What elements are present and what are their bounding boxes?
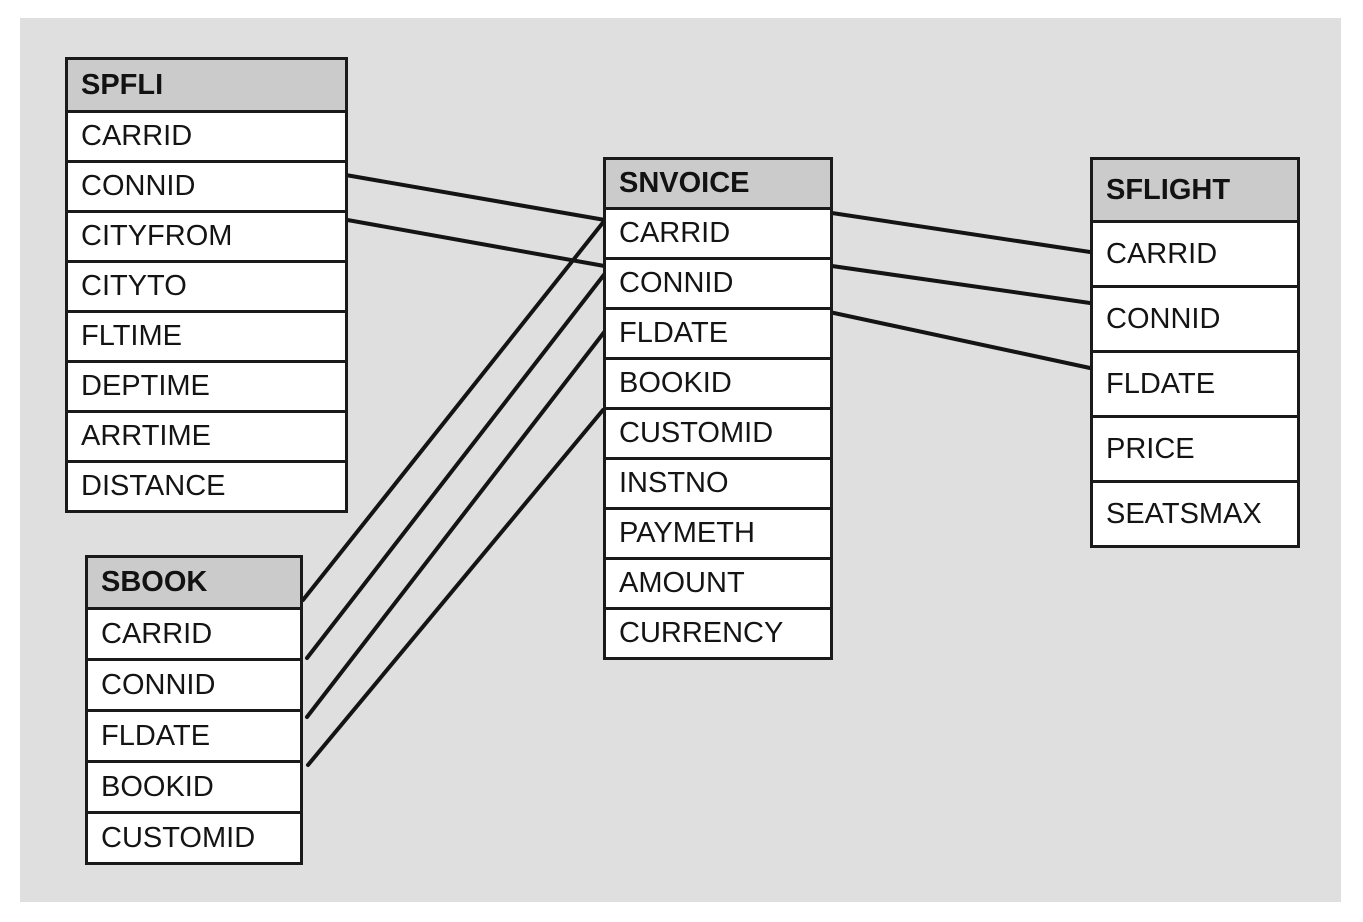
field-snvoice-connid: CONNID [606, 257, 830, 307]
field-sbook-customid: CUSTOMID [88, 811, 300, 862]
table-snvoice-header: SNVOICE [606, 160, 830, 207]
field-spfli-arrtime: ARRTIME [68, 410, 345, 460]
field-sbook-bookid: BOOKID [88, 760, 300, 811]
table-sflight-header: SFLIGHT [1093, 160, 1297, 220]
field-snvoice-currency: CURRENCY [606, 607, 830, 657]
field-sbook-carrid: CARRID [88, 607, 300, 658]
field-snvoice-fldate: FLDATE [606, 307, 830, 357]
field-snvoice-customid: CUSTOMID [606, 407, 830, 457]
field-snvoice-amount: AMOUNT [606, 557, 830, 607]
field-spfli-distance: DISTANCE [68, 460, 345, 510]
field-sflight-seatsmax: SEATSMAX [1093, 480, 1297, 545]
table-sbook-header: SBOOK [88, 558, 300, 607]
field-spfli-connid: CONNID [68, 160, 345, 210]
field-sflight-fldate: FLDATE [1093, 350, 1297, 415]
field-snvoice-paymeth: PAYMETH [606, 507, 830, 557]
field-sbook-connid: CONNID [88, 658, 300, 709]
field-snvoice-bookid: BOOKID [606, 357, 830, 407]
field-sflight-connid: CONNID [1093, 285, 1297, 350]
field-snvoice-carrid: CARRID [606, 207, 830, 257]
field-snvoice-instno: INSTNO [606, 457, 830, 507]
field-spfli-carrid: CARRID [68, 110, 345, 160]
table-spfli-header: SPFLI [68, 60, 345, 110]
field-spfli-cityfrom: CITYFROM [68, 210, 345, 260]
field-spfli-deptime: DEPTIME [68, 360, 345, 410]
field-spfli-cityto: CITYTO [68, 260, 345, 310]
field-sflight-carrid: CARRID [1093, 220, 1297, 285]
field-sbook-fldate: FLDATE [88, 709, 300, 760]
field-spfli-fltime: FLTIME [68, 310, 345, 360]
field-sflight-price: PRICE [1093, 415, 1297, 480]
